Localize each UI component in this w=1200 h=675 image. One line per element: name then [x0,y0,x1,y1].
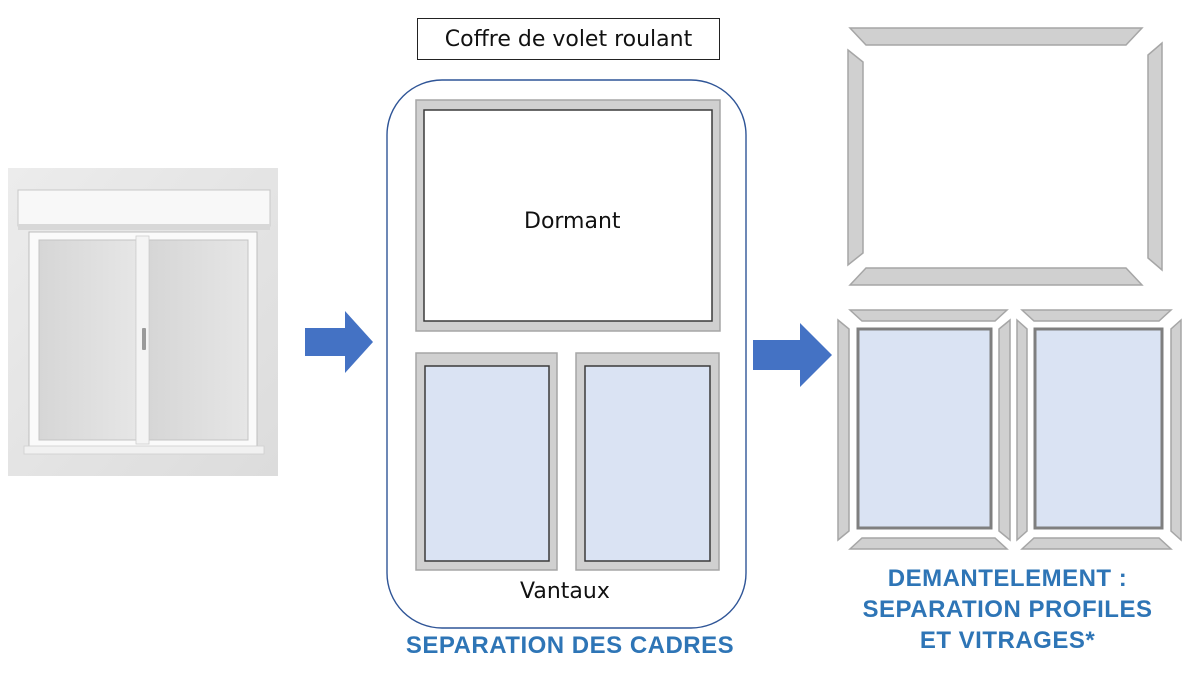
frames-group-outline [386,79,747,629]
glazing-left [856,327,993,530]
dormant-profiles [847,27,1163,286]
sash-right-profiles [1016,309,1182,550]
caption-line-1: DEMANTELEMENT : [887,565,1128,592]
caption-demantelement: DEMANTELEMENT : SEPARATION PROFILES ET V… [820,563,1195,656]
sash-left-profiles [837,309,1011,550]
arrow-right-icon [305,311,373,373]
vantail-left [415,352,558,571]
arrow-right-icon [753,323,832,387]
window-pane-right [148,239,249,441]
caption-line-3: ET VITRAGES* [919,627,1096,654]
dormant-label: Dormant [524,209,621,234]
coffre-label: Coffre de volet roulant [417,18,720,60]
vantaux-label: Vantaux [520,579,610,604]
vantail-right [575,352,720,571]
glazing-right [1033,327,1164,530]
caption-separation-cadres: SEPARATION DES CADRES [405,632,735,659]
caption-line-2: SEPARATION PROFILES [862,596,1153,623]
window-handle-icon [142,328,146,350]
window-pane-left [38,239,137,441]
roller-shutter-box [17,189,271,227]
dormant-frame [415,99,721,332]
window-photo [8,168,278,476]
